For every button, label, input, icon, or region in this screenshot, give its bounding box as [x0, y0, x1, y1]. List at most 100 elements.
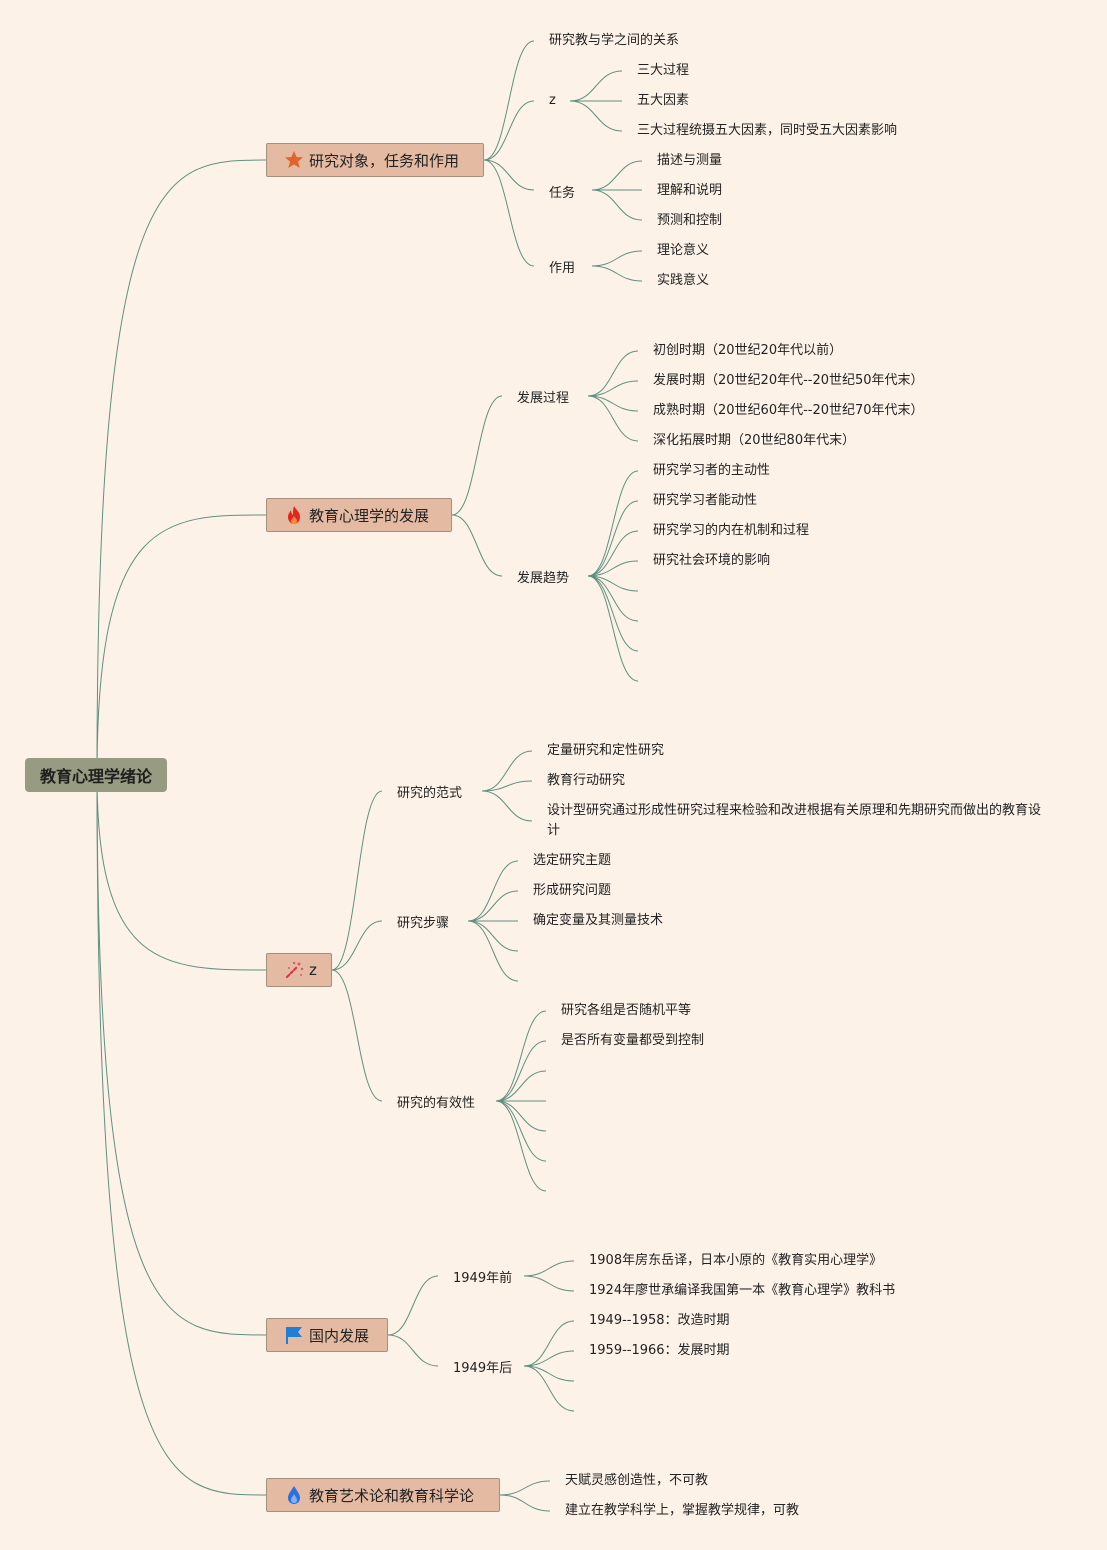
- leaf-topic[interactable]: 五大因素: [637, 93, 690, 108]
- subtopic-function[interactable]: 作用: [549, 261, 576, 276]
- connector: [467, 920, 519, 982]
- leaf-topic[interactable]: 描述与测量: [657, 153, 723, 168]
- connector: [523, 1275, 575, 1292]
- subtopic-teaching-learning-relation[interactable]: 研究教与学之间的关系: [549, 33, 680, 48]
- leaf-topic[interactable]: 研究学习者能动性: [653, 493, 758, 508]
- branch-art-science[interactable]: 教育艺术论和教育科学论: [266, 1478, 500, 1512]
- connector: [495, 1070, 547, 1102]
- connector: [523, 1350, 575, 1367]
- subtopic-before-1949[interactable]: 1949年前: [453, 1271, 513, 1286]
- root-connector: [96, 774, 267, 1336]
- branch-research-methods[interactable]: z: [266, 953, 332, 987]
- leaf-topic[interactable]: 定量研究和定性研究: [547, 743, 665, 758]
- connector: [587, 575, 639, 622]
- root-connector: [96, 514, 267, 776]
- subtopic-after-1949[interactable]: 1949年后: [453, 1361, 513, 1376]
- leaf-topic[interactable]: 1949--1958：改造时期: [589, 1313, 730, 1328]
- leaf-topic[interactable]: 理解和说明: [657, 183, 723, 198]
- connector: [587, 380, 639, 397]
- branch-label: z: [309, 961, 317, 979]
- leaf-topic[interactable]: 天赋灵感创造性，不可教: [565, 1473, 709, 1488]
- connector: [495, 1010, 547, 1102]
- branch-label: 国内发展: [309, 1326, 370, 1345]
- connector: [483, 100, 535, 161]
- leaf-topic[interactable]: 研究各组是否随机平等: [561, 1003, 692, 1018]
- leaf-topic[interactable]: 设计型研究通过形成性研究过程来检验和改进根据有关原理和先期研究而做出的教育设计: [547, 803, 1042, 838]
- leaf-topic[interactable]: 1924年廖世承编译我国第一本《教育心理学》教科书: [589, 1283, 896, 1298]
- connector: [495, 1040, 547, 1102]
- root-topic[interactable]: 教育心理学绪论: [25, 758, 167, 792]
- connector: [451, 514, 503, 577]
- connector: [523, 1320, 575, 1367]
- leaf-topic[interactable]: 初创时期（20世纪20年代以前）: [653, 343, 843, 358]
- connector: [591, 160, 643, 191]
- connector: [331, 969, 383, 1102]
- root-connector: [96, 159, 267, 776]
- subtopic-research-validity[interactable]: 研究的有效性: [397, 1096, 476, 1111]
- leaf-topic[interactable]: 理论意义: [657, 243, 710, 258]
- fire-icon: [284, 505, 304, 525]
- leaf-topic[interactable]: 选定研究主题: [533, 853, 612, 868]
- subtopic-tasks[interactable]: 任务: [549, 186, 576, 201]
- leaf-topic[interactable]: 确定变量及其测量技术: [533, 913, 664, 928]
- connector: [523, 1365, 575, 1382]
- connector: [483, 40, 535, 161]
- branch-label: 研究对象，任务和作用: [309, 151, 460, 170]
- water-drop-icon: [284, 1485, 304, 1505]
- connector: [591, 250, 643, 267]
- connector: [591, 265, 643, 282]
- subtopic-research-paradigm[interactable]: 研究的范式: [397, 786, 463, 801]
- connector: [499, 1494, 551, 1512]
- connector: [523, 1260, 575, 1277]
- root-topic-label: 教育心理学绪论: [39, 767, 152, 786]
- connector: [483, 159, 535, 267]
- connector: [481, 790, 533, 822]
- leaf-topic[interactable]: 预测和控制: [657, 213, 723, 228]
- leaf-topic[interactable]: 三大过程: [637, 63, 690, 78]
- connector: [387, 1334, 439, 1367]
- leaf-topic[interactable]: 发展时期（20世纪20年代--20世纪50年代末）: [653, 373, 924, 388]
- connector: [483, 159, 535, 191]
- leaf-topic[interactable]: 1959--1966：发展时期: [589, 1343, 730, 1358]
- connector: [587, 575, 639, 592]
- leaf-topic[interactable]: 研究社会环境的影响: [653, 553, 771, 568]
- leaf-topic[interactable]: 成熟时期（20世纪60年代--20世纪70年代末）: [653, 403, 924, 418]
- subtopic-research-steps[interactable]: 研究步骤: [397, 916, 450, 931]
- leaf-topic[interactable]: 教育行动研究: [547, 773, 626, 788]
- leaf-topic[interactable]: 形成研究问题: [533, 883, 612, 898]
- leaf-topic[interactable]: 三大过程统摄五大因素，同时受五大因素影响: [637, 123, 898, 138]
- branch-research-object[interactable]: 研究对象，任务和作用: [266, 143, 484, 177]
- subtopic-z[interactable]: z: [549, 93, 556, 108]
- leaf-topic[interactable]: 是否所有变量都受到控制: [561, 1033, 705, 1048]
- connector: [495, 1100, 547, 1192]
- leaf-topic[interactable]: 1908年房东岳译，日本小原的《教育实用心理学》: [589, 1253, 883, 1268]
- branch-domestic[interactable]: 国内发展: [266, 1318, 388, 1352]
- leaf-topic[interactable]: 研究学习的内在机制和过程: [653, 523, 810, 538]
- connector: [467, 860, 519, 922]
- subtopic-development-process[interactable]: 发展过程: [517, 391, 570, 406]
- connector: [387, 1275, 439, 1336]
- branch-development[interactable]: 教育心理学的发展: [266, 498, 452, 532]
- connector: [587, 530, 639, 577]
- leaf-topic[interactable]: 建立在教学科学上，掌握教学规律，可教: [565, 1503, 800, 1518]
- connector: [587, 560, 639, 577]
- leaf-topic[interactable]: 深化拓展时期（20世纪80年代末）: [653, 433, 856, 448]
- connector: [481, 780, 533, 792]
- star-icon: [284, 150, 304, 170]
- connector: [587, 575, 639, 652]
- root-connector: [96, 774, 267, 1496]
- connector: [467, 890, 519, 922]
- subtopic-development-trend[interactable]: 发展趋势: [517, 571, 570, 586]
- connector: [331, 920, 383, 971]
- connector: [495, 1100, 547, 1132]
- magic-wand-icon: [284, 960, 304, 980]
- connector: [523, 1365, 575, 1412]
- connector: [587, 350, 639, 397]
- connector: [569, 100, 623, 132]
- leaf-topic[interactable]: 实践意义: [657, 273, 710, 288]
- branch-label: 教育艺术论和教育科学论: [309, 1486, 475, 1505]
- leaf-topic[interactable]: 研究学习者的主动性: [653, 463, 771, 478]
- connector: [569, 70, 623, 102]
- branch-label: 教育心理学的发展: [309, 506, 430, 525]
